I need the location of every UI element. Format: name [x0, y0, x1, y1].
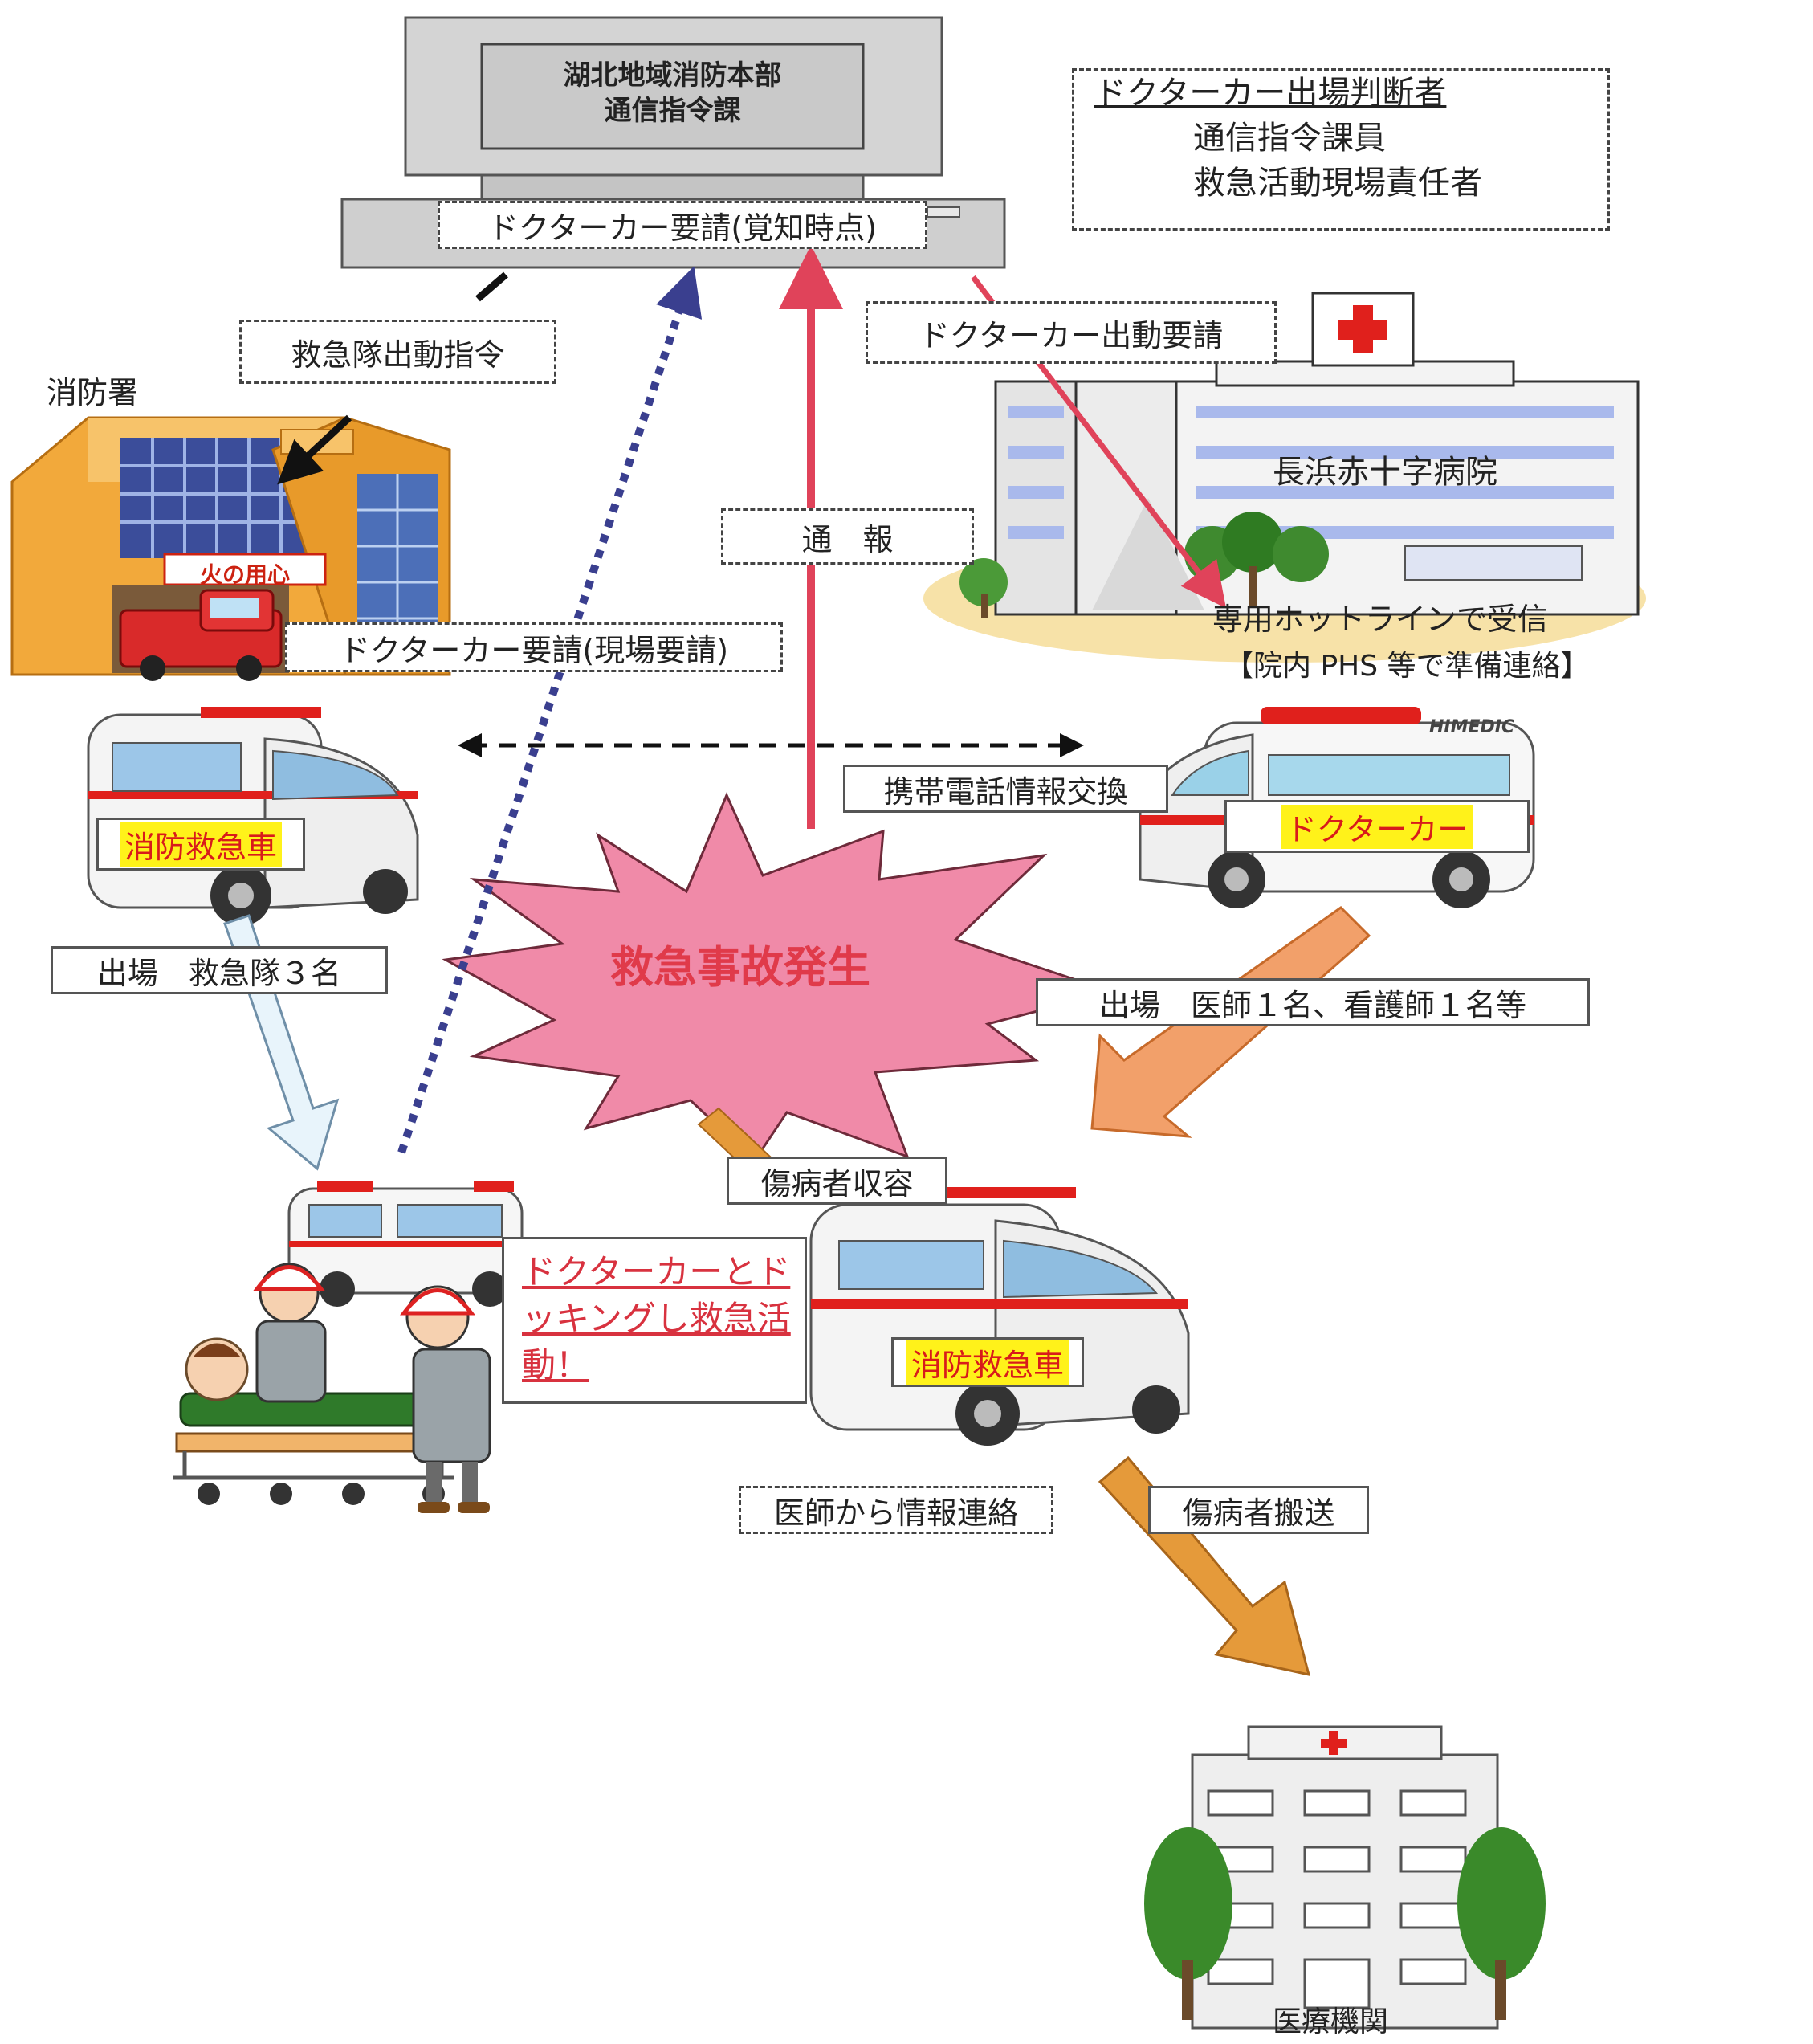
decision-box: ドクターカー出場判断者 通信指令課員 救急活動現場責任者: [1072, 68, 1610, 231]
doctor-info-box: 医師から情報連絡: [739, 1486, 1053, 1534]
fire-ambulance-2-label-box: 消防救急車: [891, 1337, 1084, 1387]
medical-facility-label: 医療機関: [1273, 2005, 1389, 2038]
doctor-dispatch-label: 出場 医師１名、看護師１名等: [1098, 987, 1526, 1023]
doctor-car-label: ドクターカー: [1281, 804, 1473, 849]
ems-dispatch-order-box: 救急隊出動指令: [239, 320, 556, 384]
patient-loading-label: 傷病者収容: [760, 1165, 914, 1202]
ems-dispatch-order-arrow-tip: [277, 414, 352, 485]
patient-transport-box: 傷病者搬送: [1148, 1486, 1369, 1534]
red-cross-hospital-building: [923, 292, 1646, 663]
navy-dotted-arrow: [397, 266, 703, 1154]
phone-exchange-box: 携帯電話情報交換: [843, 765, 1168, 813]
decision-box-line1: 通信指令課員: [1193, 120, 1386, 157]
doctor-car-brand: HIMEDIC: [1429, 717, 1515, 737]
doctor-car-request-notice-box: ドクターカー要請(覚知時点): [438, 201, 927, 249]
decision-box-line2: 救急活動現場責任者: [1193, 165, 1482, 202]
doctor-dispatch-box: 出場 医師１名、看護師１名等: [1036, 978, 1590, 1026]
docking-line1: ドクターカーとド: [522, 1252, 791, 1291]
ems-dispatch-box: 出場 救急隊３名: [51, 946, 388, 994]
doctor-info-label: 医師から情報連絡: [773, 1495, 1018, 1531]
doctor-car-request-notice-label: ドクターカー要請(覚知時点): [487, 210, 878, 246]
report-box: 通 報: [721, 508, 974, 565]
patient-transport-label: 傷病者搬送: [1182, 1495, 1335, 1531]
hq-name-line1: 湖北地域消防本部: [563, 59, 782, 92]
onsite-request-label: ドクターカー要請(現場要請): [339, 632, 729, 668]
doctor-car-dispatch-request-box: ドクターカー出動要請: [866, 301, 1277, 364]
medical-facility-building: [1144, 1725, 1546, 2030]
hotline-note: 【院内 PHS 等で準備連絡】: [1224, 650, 1590, 683]
docking-line2: ッキングし救急活: [522, 1299, 791, 1338]
fire-station-sign: 火の用心: [199, 561, 290, 588]
hq-name-line2: 通信指令課: [604, 95, 741, 128]
doctor-car-label-box: ドクターカー: [1224, 800, 1530, 853]
doctor-car-dispatch-request-label: ドクターカー出動要請: [919, 317, 1224, 353]
fire-ambulance-1-label: 消防救急車: [119, 822, 282, 867]
hospital-name: 長浜赤十字病院: [1273, 454, 1497, 491]
patient-loading-box: 傷病者収容: [727, 1157, 947, 1205]
ems-dispatch-order-arrow: [475, 271, 508, 302]
fire-ambulance-2-label: 消防救急車: [906, 1340, 1069, 1385]
fire-station-label: 消防署: [47, 375, 139, 410]
rescue-team-illustration: [173, 1263, 491, 1513]
incident-label: 救急事故発生: [610, 942, 870, 993]
report-label: 通 報: [801, 521, 894, 557]
fire-ambulance-2-illustration: [809, 1187, 1190, 1446]
fire-ambulance-1-label-box: 消防救急車: [96, 818, 305, 871]
ems-dispatch-order-label: 救急隊出動指令: [291, 337, 505, 373]
hotline-label: 専用ホットラインで受信: [1212, 602, 1549, 637]
hq-name: 湖北地域消防本部 通信指令課: [482, 58, 863, 129]
onsite-request-box: ドクターカー要請(現場要請): [285, 622, 783, 672]
docking-box: ドクターカーとド ッキングし救急活 動！: [502, 1237, 807, 1404]
fire-ambulance-1-illustration: [87, 707, 419, 926]
docking-line3: 動！: [522, 1345, 590, 1385]
decision-box-title: ドクターカー出場判断者: [1094, 75, 1447, 112]
rescue-ambulance-illustration: [287, 1181, 524, 1307]
phone-exchange-label: 携帯電話情報交換: [883, 773, 1128, 810]
ems-dispatch-label: 出場 救急隊３名: [96, 955, 341, 991]
